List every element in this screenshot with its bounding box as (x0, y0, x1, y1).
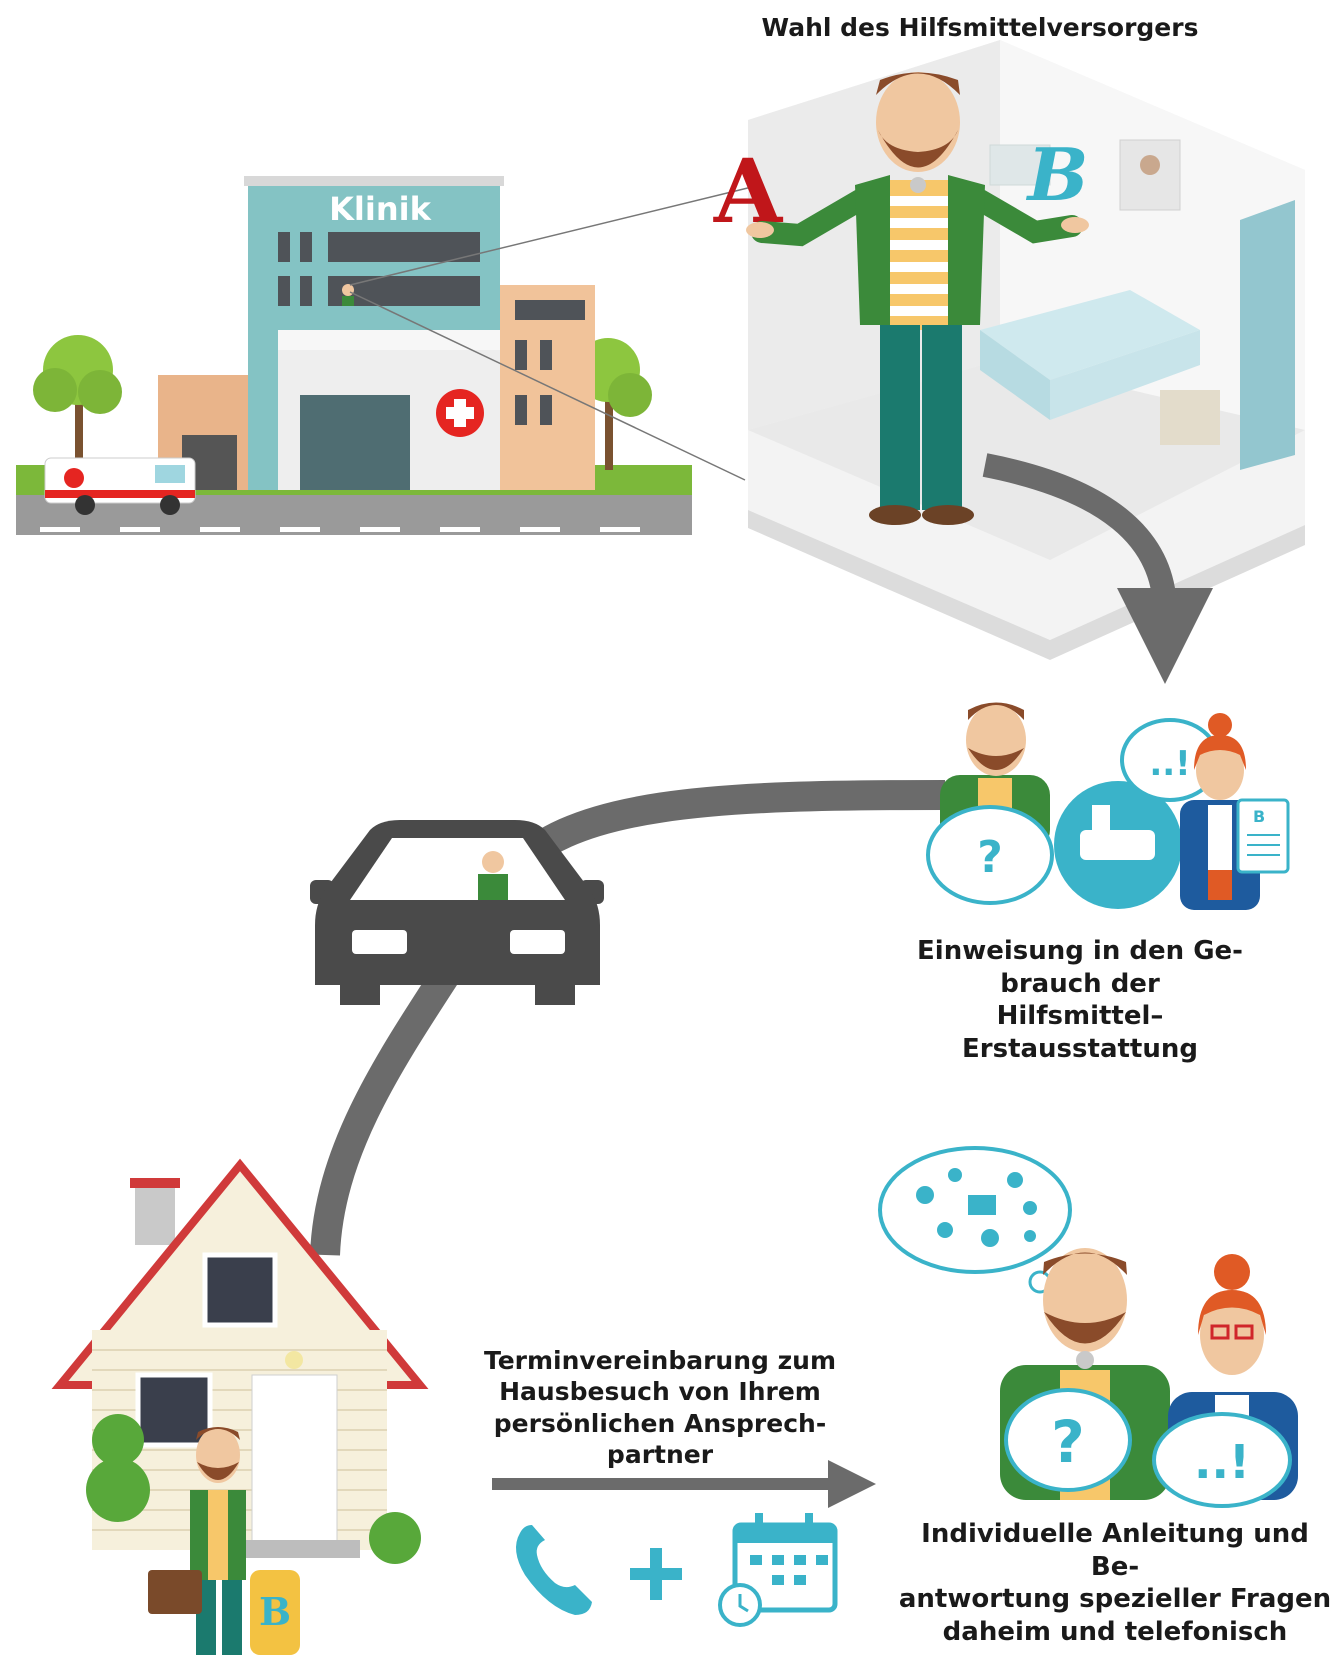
answer-bubble (1152, 1412, 1292, 1508)
label-line: Erstausstattung (962, 1033, 1198, 1064)
label-line: Hausbesuch von Ihrem (499, 1377, 821, 1407)
calendar-icon (718, 1513, 838, 1627)
road-markings (40, 527, 640, 532)
zoom-line (349, 291, 746, 481)
label-line: persönlichen Ansprech- (493, 1408, 827, 1438)
step-label-support: Individuelle Anleitung und Be- antwortun… (895, 1518, 1335, 1648)
question-bubble (926, 805, 1054, 905)
zoom-line (349, 184, 761, 286)
label-line: partner (606, 1439, 714, 1469)
plus-icon (630, 1548, 682, 1600)
svg-text:?: ? (1051, 1408, 1085, 1476)
car-icon (310, 820, 604, 1005)
tree-icon (33, 335, 122, 470)
svg-text:..!: ..! (1149, 744, 1190, 784)
door-icon (251, 1374, 338, 1546)
step-label-appointment: Terminvereinbarung zum Hausbesuch von Ih… (460, 1345, 860, 1470)
step-label-instruction: Einweisung in den Ge- brauch der Hilfsmi… (915, 935, 1245, 1065)
step-title-choice: Wahl des Hilfsmittelversorgers (761, 13, 1199, 42)
hospital-room-illustration (748, 40, 1305, 660)
tracheostoma-icon (910, 177, 926, 193)
label-line: Terminvereinbarung zum (483, 1346, 837, 1375)
window-icon (202, 1252, 278, 1328)
svg-text:B: B (259, 1589, 291, 1634)
svg-text:B: B (1253, 807, 1265, 826)
suitcase-icon (250, 1570, 300, 1655)
patient-at-home: B (148, 1427, 300, 1655)
phone-icon (516, 1525, 592, 1615)
support-illustration: ? ..! (1000, 1248, 1298, 1508)
svg-text:..!: ..! (1194, 1435, 1250, 1489)
label-line: antwortung spezieller Fragen (898, 1584, 1332, 1614)
instruction-illustration: ? ..! B (926, 702, 1290, 910)
patient-figure: A B (713, 72, 1089, 525)
question-bubble (1004, 1388, 1132, 1492)
label-line: Individuelle Anleitung und Be- (921, 1519, 1309, 1582)
briefcase-icon (148, 1570, 202, 1614)
label-line: daheim und telefonisch (942, 1616, 1288, 1647)
clinic-sign: Klinik (329, 190, 431, 228)
ambulance-icon (44, 457, 196, 515)
arrow-to-instruction (982, 453, 1213, 684)
clinic-scene: Klinik (16, 176, 692, 535)
label-line: Einweisung in den Ge- (917, 936, 1243, 966)
thought-cloud-icon (878, 1146, 1072, 1308)
bush-icon (92, 1414, 144, 1466)
label-line: brauch der Hilfsmittel– (996, 968, 1164, 1032)
svg-text:?: ? (977, 832, 1003, 883)
letter-b: B (1026, 132, 1089, 217)
